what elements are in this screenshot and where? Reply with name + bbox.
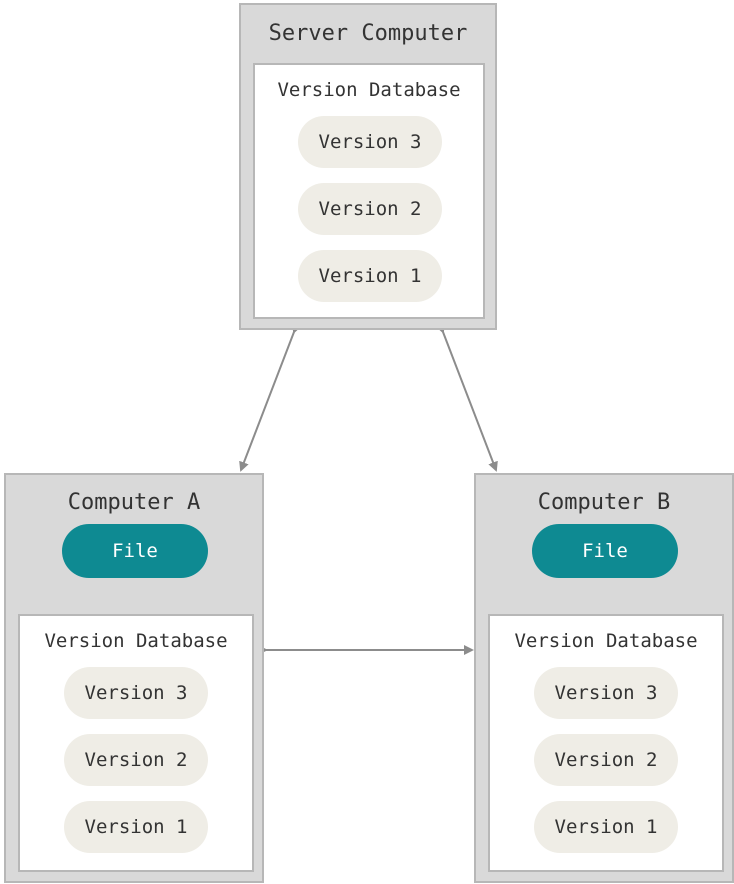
computer-b-version-2: Version 2 bbox=[534, 734, 678, 786]
computer-a-title: Computer A bbox=[67, 490, 201, 515]
server-computer-box: Server Computer Version Database Version… bbox=[239, 3, 497, 330]
server-version-2: Version 2 bbox=[298, 183, 442, 235]
server-database-label: Version Database bbox=[277, 79, 461, 101]
computer-b-version-3: Version 3 bbox=[534, 667, 678, 719]
computer-a-database-label: Version Database bbox=[44, 630, 228, 652]
computer-a-file: File bbox=[62, 524, 208, 578]
computer-b-version-1: Version 1 bbox=[534, 801, 678, 853]
computer-a-version-2: Version 2 bbox=[64, 734, 208, 786]
server-version-3: Version 3 bbox=[298, 116, 442, 168]
server-b-arrow bbox=[435, 322, 498, 472]
computer-b-box: Computer B File Version Database Version… bbox=[474, 473, 734, 883]
computer-a-version-database: Version Database Version 3 Version 2 Ver… bbox=[18, 614, 254, 872]
computer-b-version-database: Version Database Version 3 Version 2 Ver… bbox=[488, 614, 724, 872]
server-version-1: Version 1 bbox=[298, 250, 442, 302]
server-version-database: Version Database Version 3 Version 2 Ver… bbox=[253, 63, 485, 319]
computer-a-version-3: Version 3 bbox=[64, 667, 208, 719]
computer-a-version-1: Version 1 bbox=[64, 801, 208, 853]
computer-b-title: Computer B bbox=[537, 490, 671, 515]
computer-b-file: File bbox=[532, 524, 678, 578]
computer-b-database-label: Version Database bbox=[514, 630, 698, 652]
server-computer-title: Server Computer bbox=[268, 21, 468, 46]
computer-a-box: Computer A File Version Database Version… bbox=[4, 473, 264, 883]
server-a-arrow bbox=[239, 322, 302, 472]
